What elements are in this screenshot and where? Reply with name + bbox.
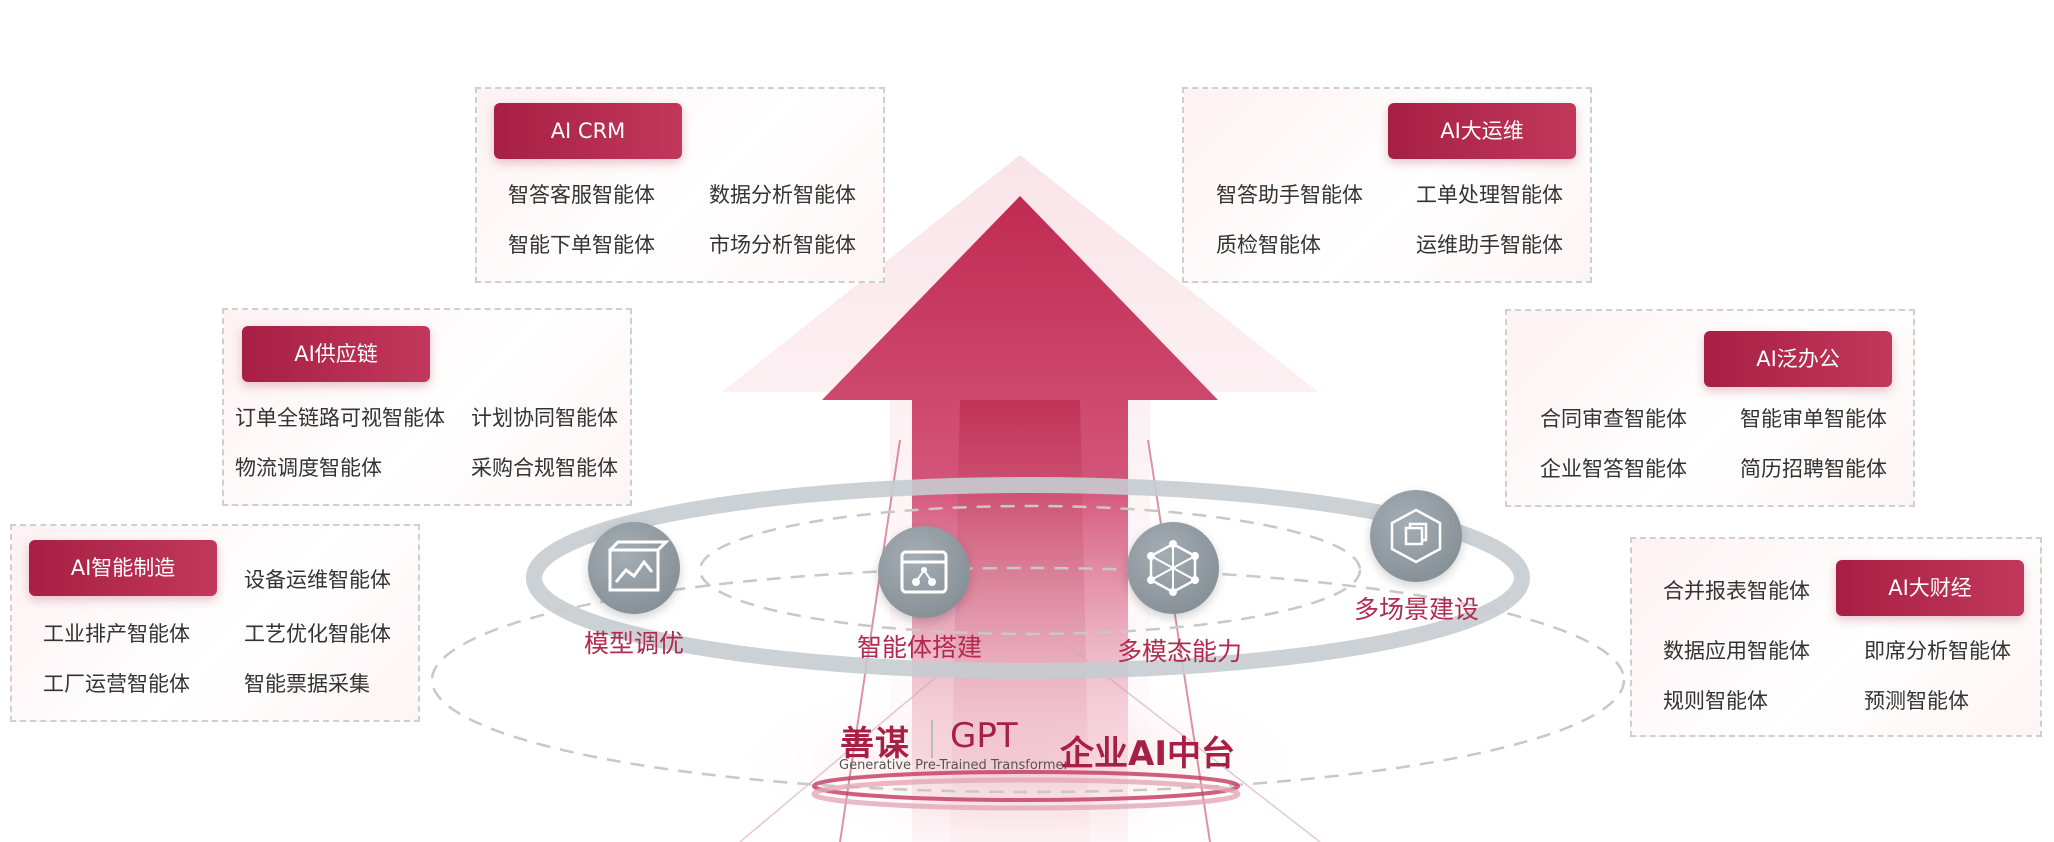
supply-item-4: 采购合规智能体 xyxy=(471,456,618,480)
crm-item-2: 数据分析智能体 xyxy=(709,183,856,207)
crm-item-4: 市场分析智能体 xyxy=(709,233,856,257)
card-ai-supply-chain: AI供应链 订单全链路可视智能体 计划协同智能体 物流调度智能体 采购合规智能体 xyxy=(222,308,632,506)
capability-label-2: 智能体搭建 xyxy=(857,633,983,662)
brand-divider xyxy=(931,720,933,758)
agent-box-icon xyxy=(878,526,970,618)
card-ai-finance: AI大财经 合并报表智能体 数据应用智能体 即席分析智能体 规则智能体 预测智能… xyxy=(1630,537,2042,737)
badge-ai-manufacturing: AI智能制造 xyxy=(29,540,217,596)
crm-item-1: 智答客服智能体 xyxy=(508,183,655,207)
card-ai-office: AI泛办公 合同审查智能体 智能审单智能体 企业智答智能体 简历招聘智能体 xyxy=(1505,309,1915,507)
mfg-item-5: 智能票据采集 xyxy=(244,672,370,696)
finance-item-5: 预测智能体 xyxy=(1864,689,1969,713)
brand-subtitle: Generative Pre-Trained Transformer xyxy=(839,758,1069,773)
ops-item-2: 工单处理智能体 xyxy=(1416,183,1563,207)
capability-label-4: 多场景建设 xyxy=(1354,595,1480,624)
mfg-item-4: 工厂运营智能体 xyxy=(43,672,190,696)
network-icon xyxy=(1127,522,1219,614)
brand-gpt: GPT xyxy=(950,716,1018,756)
ops-item-4: 运维助手智能体 xyxy=(1416,233,1563,257)
badge-ai-crm: AI CRM xyxy=(494,103,682,159)
office-item-4: 简历招聘智能体 xyxy=(1740,457,1887,481)
finance-item-4: 规则智能体 xyxy=(1663,689,1768,713)
badge-ai-ops: AI大运维 xyxy=(1388,103,1576,159)
mfg-item-3: 工艺优化智能体 xyxy=(244,622,391,646)
ops-item-1: 智答助手智能体 xyxy=(1216,183,1363,207)
crm-item-3: 智能下单智能体 xyxy=(508,233,655,257)
supply-item-3: 物流调度智能体 xyxy=(235,456,382,480)
finance-item-3: 即席分析智能体 xyxy=(1864,639,2011,663)
mfg-item-2: 工业排产智能体 xyxy=(43,622,190,646)
finance-item-1: 合并报表智能体 xyxy=(1663,579,1810,603)
badge-ai-supply-chain: AI供应链 xyxy=(242,326,430,382)
card-ai-manufacturing: AI智能制造 设备运维智能体 工业排产智能体 工艺优化智能体 工厂运营智能体 智… xyxy=(10,524,420,722)
capability-label-3: 多模态能力 xyxy=(1117,637,1243,666)
office-item-2: 智能审单智能体 xyxy=(1740,407,1887,431)
card-ai-crm: AI CRM 智答客服智能体 数据分析智能体 智能下单智能体 市场分析智能体 xyxy=(475,87,885,283)
supply-item-1: 订单全链路可视智能体 xyxy=(235,406,445,430)
office-item-1: 合同审查智能体 xyxy=(1540,407,1687,431)
card-ai-ops: AI大运维 智答助手智能体 工单处理智能体 质检智能体 运维助手智能体 xyxy=(1182,87,1592,283)
badge-ai-finance: AI大财经 xyxy=(1836,560,2024,616)
badge-ai-office: AI泛办公 xyxy=(1704,331,1892,387)
supply-item-2: 计划协同智能体 xyxy=(471,406,618,430)
chart-box-icon xyxy=(588,522,680,614)
ops-item-3: 质检智能体 xyxy=(1216,233,1321,257)
platform-title: 企业AI中台 xyxy=(1060,734,1235,774)
finance-item-2: 数据应用智能体 xyxy=(1663,639,1810,663)
brand-logo: 善谋 xyxy=(840,724,910,764)
office-item-3: 企业智答智能体 xyxy=(1540,457,1687,481)
mfg-item-1: 设备运维智能体 xyxy=(244,568,391,592)
layers-cube-icon xyxy=(1370,490,1462,582)
capability-label-1: 模型调优 xyxy=(584,629,685,658)
